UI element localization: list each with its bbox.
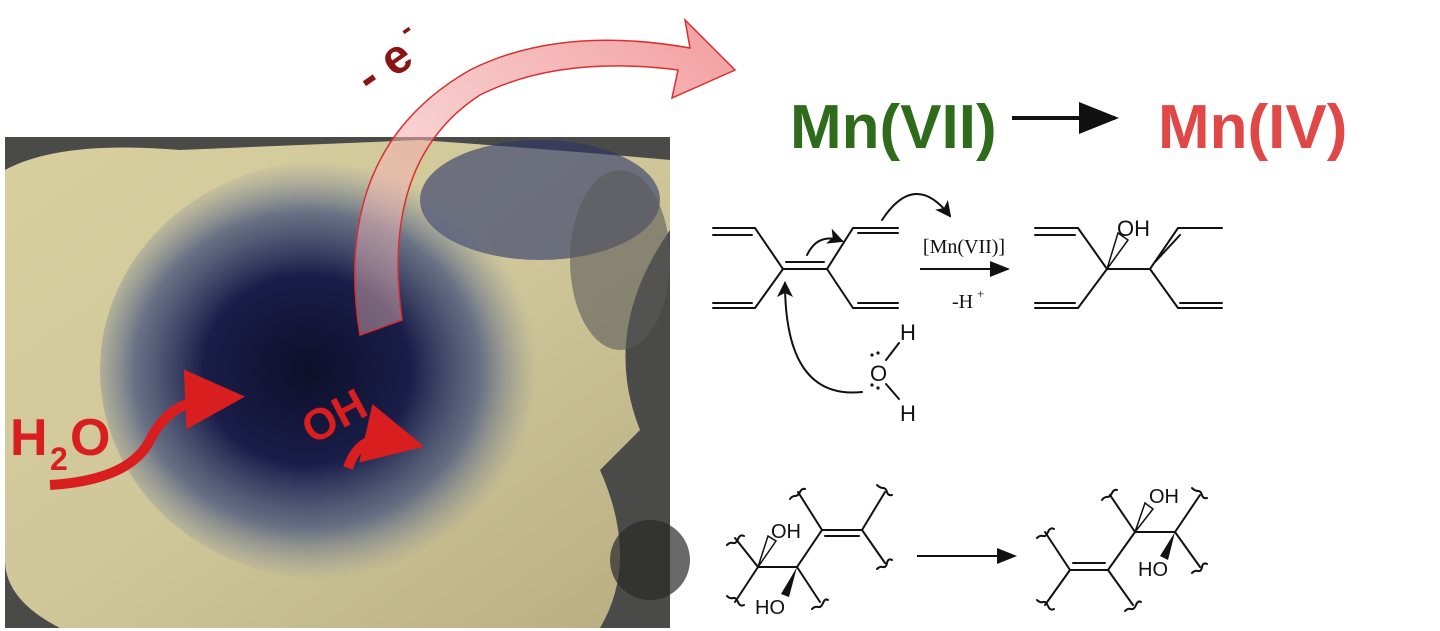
svg-text:HO: HO [755,597,785,619]
nucleophilic-attack-arrow [777,281,863,394]
electron-push-arrow-1 [806,228,844,256]
water-label: H 2 O [10,409,110,477]
svg-text:-H: -H [952,291,973,313]
svg-text:O: O [70,409,110,467]
product-title: Mn(IV) [1158,93,1347,162]
reaction-1-reactant [712,193,952,394]
hydroxyl-rotation-arrow [343,404,425,470]
reaction-2-product: OH HO [1036,486,1208,612]
electron-transfer-arrow [354,17,737,337]
svg-text:OH: OH [771,521,801,543]
electron-label: - e - [346,13,422,104]
svg-text:H: H [900,320,916,345]
svg-text:2: 2 [50,441,68,477]
electron-push-arrow-2 [881,193,952,221]
svg-text:OH: OH [1149,486,1179,508]
svg-text:H: H [10,409,48,467]
reagent-label: [Mn(VII)] [923,236,1005,258]
svg-text:O: O [870,361,887,386]
reactant-title: Mn(VII) [790,93,997,162]
svg-text:H: H [900,401,916,426]
svg-text:OH: OH [1117,216,1150,241]
svg-text:HO: HO [1138,559,1168,581]
svg-text:+: + [977,286,984,301]
water-ingress-arrow [49,369,245,490]
byproduct-label: -H + [952,286,984,313]
reaction-2-reactant: OH HO [726,484,893,619]
water-molecule: O H H [870,320,916,426]
micrograph-photo [5,137,690,628]
reaction-1-product: OH [1034,216,1223,309]
